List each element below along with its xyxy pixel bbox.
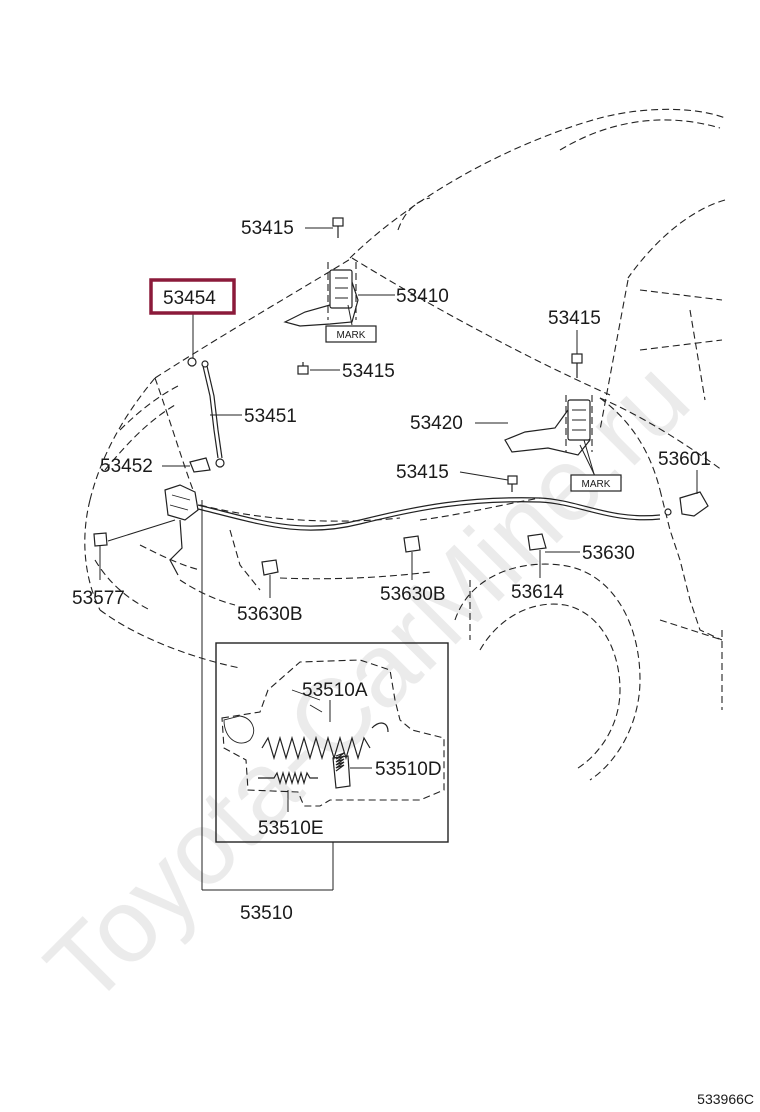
part-label-53410: 53410: [396, 286, 449, 307]
part-label-53601: 53601: [658, 449, 711, 470]
mark-box-right: MARK: [570, 439, 622, 492]
bolt-53415-right: [571, 353, 583, 378]
part-label-53510: 53510: [240, 903, 293, 924]
part-label-53420: 53420: [410, 413, 463, 434]
part-label-53451: 53451: [244, 406, 297, 427]
part-label-53452: 53452: [100, 456, 153, 477]
part-label-53510A: 53510A: [302, 680, 368, 701]
highlight-box: [149, 278, 236, 315]
mark-box-left: MARK: [325, 304, 377, 343]
part-label-53415-right: 53415: [548, 308, 601, 329]
watermark-text: Toyota-CarMine.ru: [24, 339, 711, 1026]
hood-hinge-right: [504, 395, 593, 456]
part-label-53415-mid: 53415: [342, 361, 395, 382]
part-label-53510E: 53510E: [258, 818, 324, 839]
part-label-53630B-left: 53630B: [237, 604, 303, 625]
cable-clip-53630B-left: [261, 559, 279, 576]
release-cable: [197, 497, 661, 531]
mark-label-left: MARK: [337, 330, 366, 341]
lock-detail-inset: [215, 642, 449, 843]
diagram-code: 533966C: [697, 1091, 754, 1107]
part-label-53577: 53577: [72, 588, 125, 609]
part-label-53415-low: 53415: [396, 462, 449, 483]
part-label-53415-top: 53415: [241, 218, 294, 239]
leader-lines: [99, 227, 698, 891]
hood-support-rod: [187, 357, 225, 468]
cable-clip-53614: [527, 533, 547, 551]
hood-hinge-left: [283, 262, 359, 327]
mark-label-right: MARK: [582, 479, 611, 490]
part-label-53614: 53614: [511, 582, 564, 603]
part-label-53454[interactable]: 53454: [163, 288, 216, 309]
cable-clip-53630B-right: [403, 535, 421, 553]
hood-lock-assembly: [164, 484, 199, 576]
part-labels: 53415 53410 53454 53415 53415 53451 5342…: [72, 218, 711, 924]
bolt-53415-top: [332, 217, 344, 238]
part-label-53510D: 53510D: [375, 759, 442, 780]
release-lever: [664, 491, 709, 517]
clip-53577: [93, 532, 108, 547]
part-label-53630: 53630: [582, 543, 635, 564]
bolt-53415-mid: [297, 362, 309, 375]
rod-holder-clip: [189, 457, 211, 473]
part-label-53630B-right: 53630B: [380, 584, 446, 605]
car-body-outline: [84, 108, 726, 781]
